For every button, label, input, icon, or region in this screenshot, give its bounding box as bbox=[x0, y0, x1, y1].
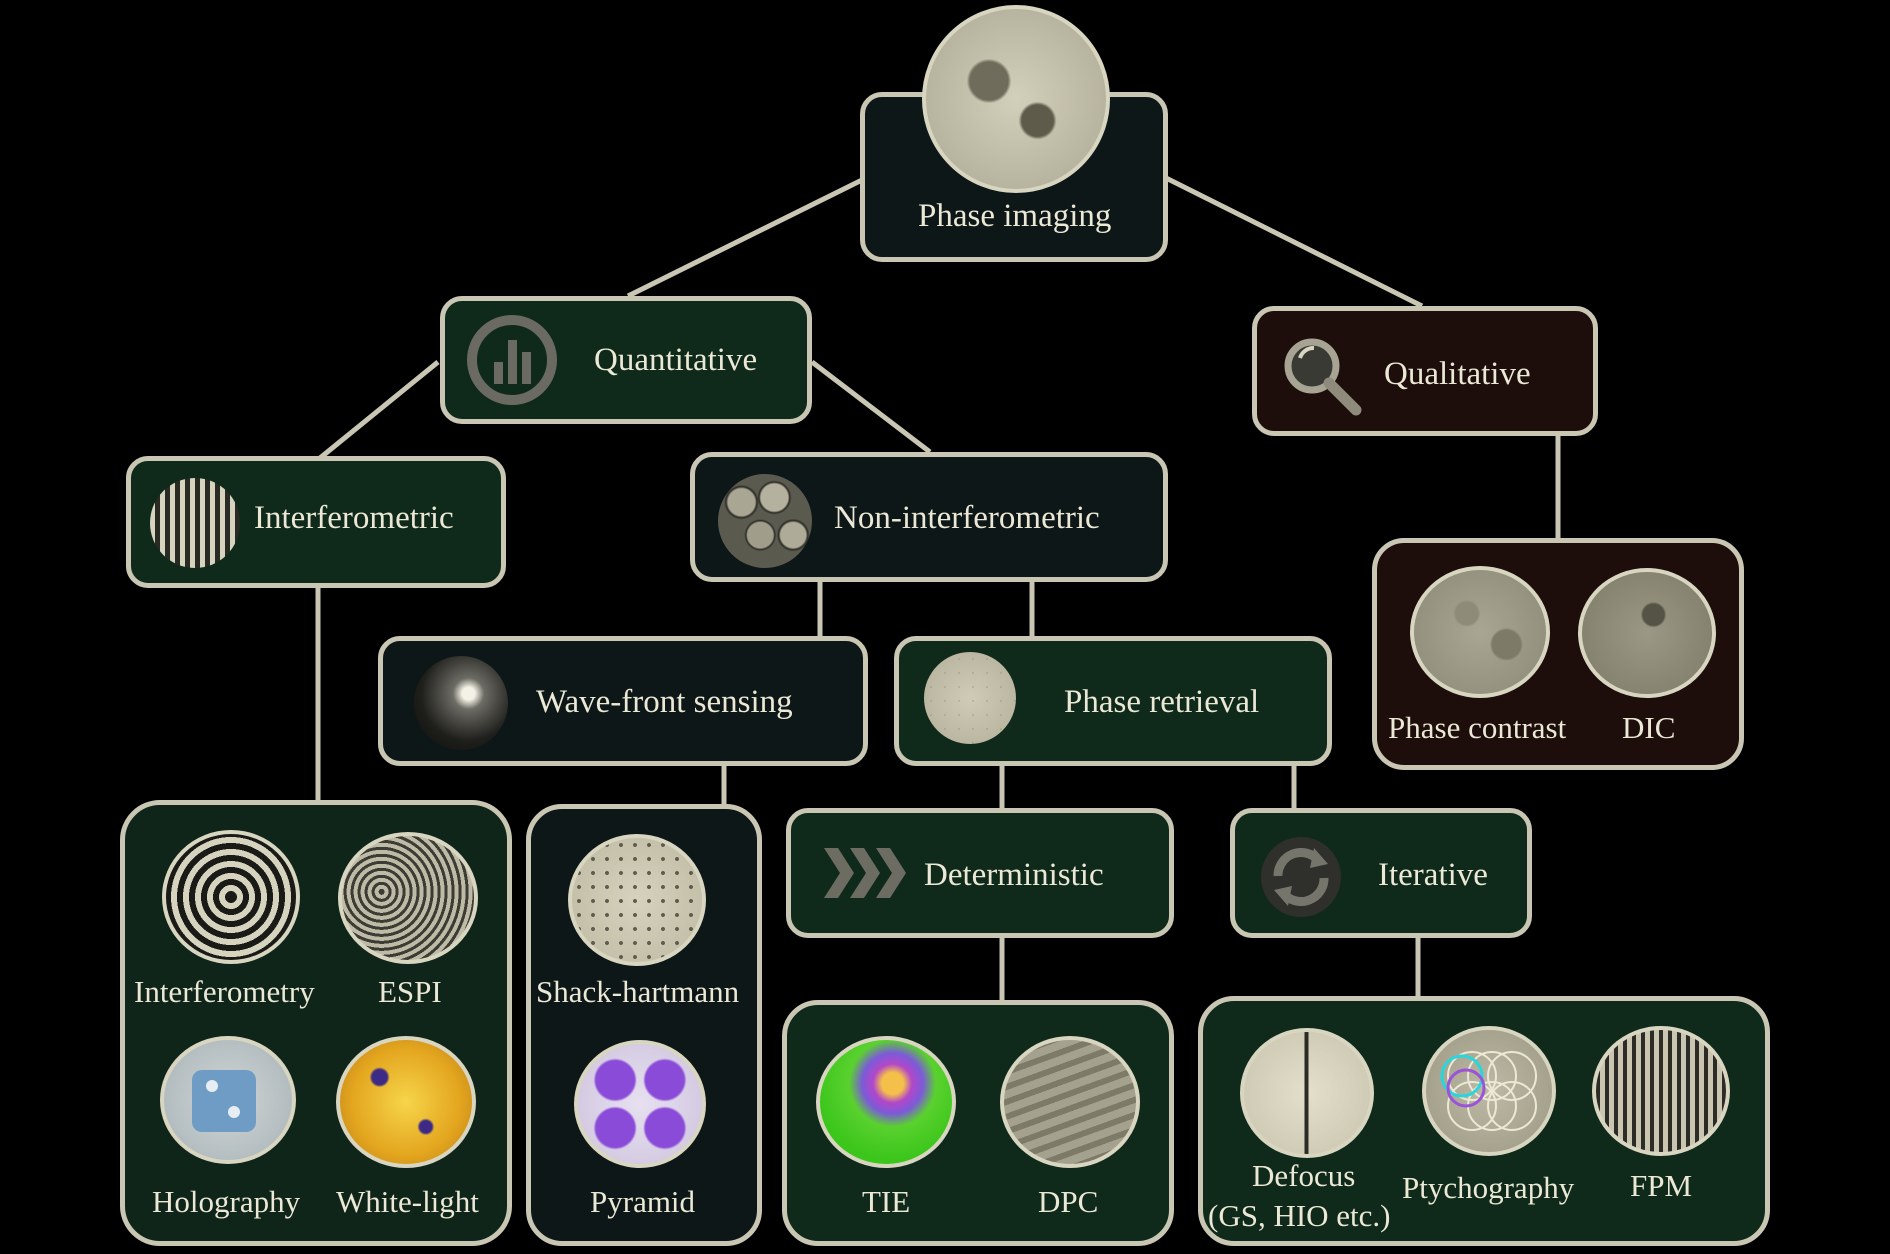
magnifier-icon bbox=[1278, 332, 1364, 418]
dic-image bbox=[1578, 568, 1716, 698]
white-light-caption: White-light bbox=[336, 1184, 479, 1219]
deterministic-label: Deterministic bbox=[924, 857, 1104, 893]
shack-hartmann-image bbox=[568, 834, 706, 966]
dpc-image bbox=[1000, 1036, 1140, 1168]
pyramid-image bbox=[574, 1040, 706, 1168]
defocus-image bbox=[1240, 1028, 1374, 1158]
phase-contrast-caption: Phase contrast bbox=[1388, 710, 1567, 745]
defocus-caption-line1: Defocus bbox=[1252, 1158, 1356, 1193]
fpm-caption: FPM bbox=[1630, 1168, 1693, 1203]
espi-caption: ESPI bbox=[378, 974, 442, 1009]
interferometric-label: Interferometric bbox=[254, 500, 454, 536]
quantitative-label: Quantitative bbox=[594, 342, 758, 378]
qualitative-label: Qualitative bbox=[1384, 356, 1531, 392]
cell-texture-icon bbox=[718, 474, 812, 568]
ptychography-caption: Ptychography bbox=[1402, 1170, 1575, 1205]
cell-phase-image-icon bbox=[922, 5, 1110, 193]
sphere-icon bbox=[414, 656, 508, 750]
tie-image bbox=[816, 1036, 956, 1168]
white-light-image bbox=[336, 1036, 476, 1168]
holography-image bbox=[160, 1036, 296, 1164]
phase-imaging-label: Phase imaging bbox=[918, 198, 1112, 234]
interferometry-caption: Interferometry bbox=[134, 974, 315, 1009]
pyramid-caption: Pyramid bbox=[590, 1184, 696, 1219]
espi-image bbox=[338, 832, 478, 964]
holography-caption: Holography bbox=[152, 1184, 301, 1219]
phase-retrieval-label: Phase retrieval bbox=[1064, 684, 1260, 720]
fpm-image bbox=[1592, 1026, 1730, 1156]
phase-contrast-image bbox=[1410, 566, 1550, 698]
non-interferometric-label: Non-interferometric bbox=[834, 500, 1100, 536]
diffraction-pattern-icon bbox=[924, 652, 1016, 744]
dic-caption: DIC bbox=[1622, 710, 1676, 745]
interferometry-image bbox=[162, 830, 300, 964]
tie-caption: TIE bbox=[862, 1184, 911, 1219]
bar-chart-icon bbox=[464, 312, 560, 408]
wavefront-sensing-label: Wave-front sensing bbox=[536, 684, 793, 720]
chevrons-icon bbox=[824, 848, 908, 898]
ptychography-image bbox=[1422, 1026, 1556, 1156]
dpc-caption: DPC bbox=[1038, 1184, 1099, 1219]
wavefront-techniques-box bbox=[526, 804, 762, 1246]
refresh-icon bbox=[1256, 832, 1346, 922]
shack-hartmann-caption: Shack-hartmann bbox=[536, 974, 740, 1009]
defocus-caption-line2: (GS, HIO etc.) bbox=[1208, 1198, 1391, 1233]
iterative-label: Iterative bbox=[1378, 857, 1488, 893]
fringe-pattern-icon bbox=[150, 478, 240, 568]
